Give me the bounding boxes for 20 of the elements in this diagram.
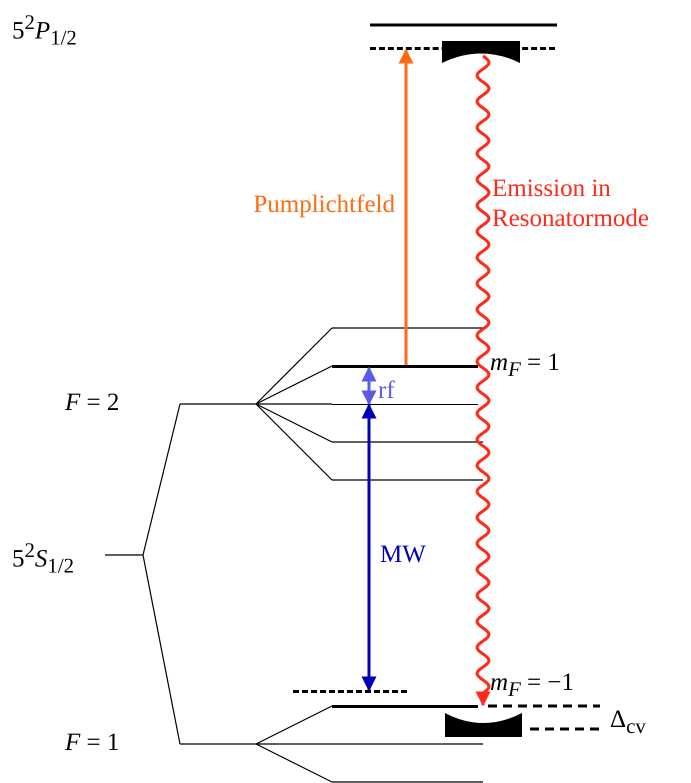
energy-level-line	[332, 365, 478, 368]
edge-label: Emission in Resonatormode	[492, 174, 650, 234]
edge-label: Pumplichtfeld	[253, 190, 395, 220]
double-arrow	[362, 404, 376, 692]
level-label: Δ$_{cv}$	[610, 705, 646, 739]
level-label: F = 1	[65, 728, 120, 758]
level-label: F = 2	[65, 388, 120, 418]
double-arrow	[362, 366, 376, 406]
level-label: 5$^{2}$S$_{1/2}$	[12, 538, 74, 578]
edge-label: MW	[380, 540, 426, 570]
energy-level-line	[332, 705, 478, 708]
level-label: m$_{F}$ = 1	[490, 348, 560, 382]
virtual-level-line	[370, 47, 555, 50]
wavy-arrow	[475, 55, 491, 706]
energy-level-line	[332, 404, 478, 405]
level-label: 5$^{2}$P$_{1/2}$	[12, 10, 77, 50]
virtual-level-line	[293, 690, 407, 693]
level-label: m$_{F}$ = −1	[490, 668, 574, 702]
arrow	[398, 48, 414, 365]
edge-label: rf	[378, 376, 395, 406]
